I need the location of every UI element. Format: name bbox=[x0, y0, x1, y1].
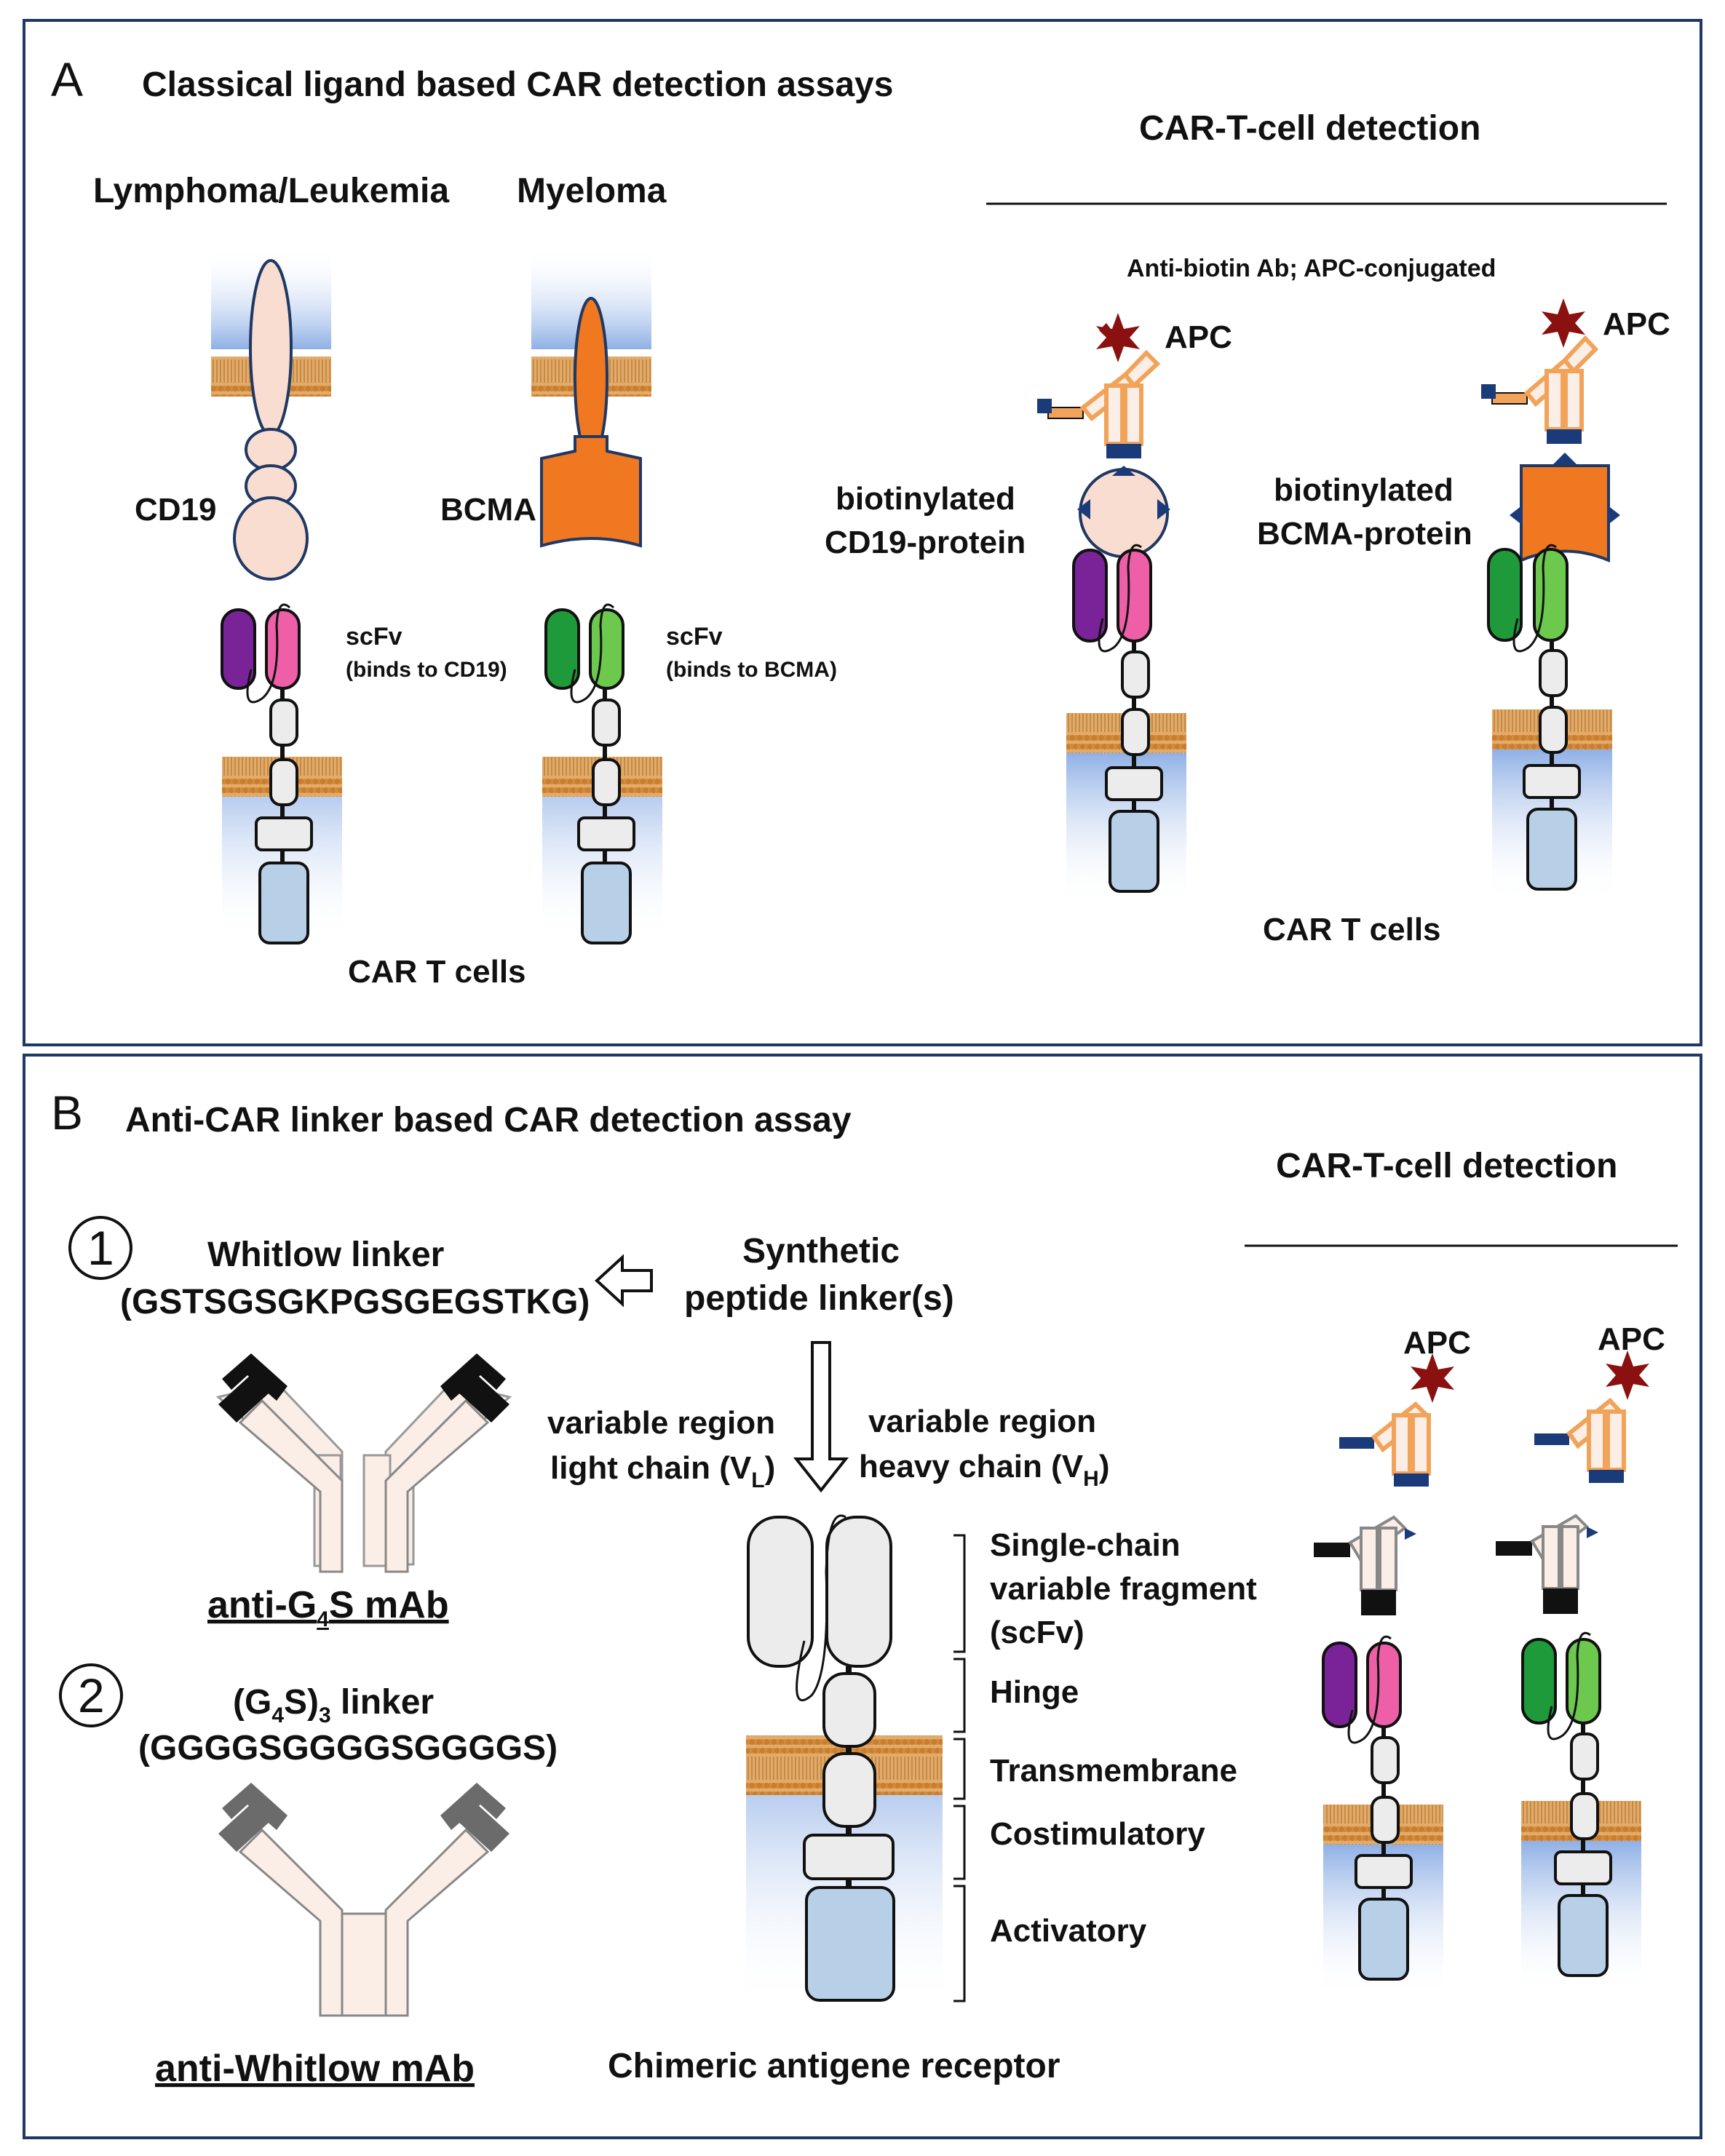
bcma-label: BCMA bbox=[440, 492, 536, 528]
svg-text:anti-G4S mAb: anti-G4S mAb bbox=[207, 1584, 449, 1631]
g4s-sequence: (GGGGSGGGGSGGGGS) bbox=[138, 1729, 558, 1767]
car-t-cells-label: CAR T cells bbox=[348, 954, 526, 990]
circle-2-marker bbox=[59, 1663, 123, 1727]
circle-2-number: 2 bbox=[78, 1668, 105, 1722]
car-bcma-construct bbox=[542, 603, 662, 944]
biotinylated-bcma-label-line1: biotinylated bbox=[1274, 472, 1454, 508]
myeloma-label: Myeloma bbox=[517, 172, 667, 210]
panel-a-letter: A bbox=[51, 52, 83, 106]
domain-brackets bbox=[953, 1534, 966, 2002]
scfv-domain-label-line2: variable fragment bbox=[990, 1571, 1257, 1607]
panel-b-detection-title: CAR-T-cell detection bbox=[1276, 1147, 1617, 1185]
left-hollow-arrow bbox=[595, 1254, 653, 1308]
scfv-bcma-note: (binds to BCMA) bbox=[666, 658, 837, 682]
whitlow-sequence: (GSTSGSGKPGSGEGSTKG) bbox=[120, 1283, 590, 1321]
scfv-cd19-label: scFv bbox=[346, 623, 402, 651]
anti-g4s-mab-label: anti-G4S mAb bbox=[207, 1584, 449, 1631]
apc-label-a2: APC bbox=[1603, 306, 1670, 342]
biotinylated-cd19-label-line2: CD19-protein bbox=[825, 525, 1026, 560]
cd19-label: CD19 bbox=[135, 492, 217, 528]
biotinylated-bcma-label-line2: BCMA-protein bbox=[1257, 516, 1472, 552]
circle-1-number: 1 bbox=[87, 1221, 114, 1275]
anti-g4s-mab-icon bbox=[215, 1353, 512, 1573]
cd19-antigen bbox=[233, 259, 309, 581]
apc-label-b2: APC bbox=[1598, 1321, 1665, 1357]
detection-anti-g4s-construct bbox=[1314, 1353, 1454, 1997]
down-hollow-arrow bbox=[793, 1341, 849, 1493]
activatory-label: Activatory bbox=[990, 1913, 1147, 1949]
vl-label-line1: variable region bbox=[547, 1405, 775, 1441]
anti-biotin-label: Anti-biotin Ab; APC-conjugated bbox=[1127, 255, 1496, 282]
panel-b-title: Anti-CAR linker based CAR detection assa… bbox=[125, 1101, 852, 1139]
apc-label-a1: APC bbox=[1165, 319, 1232, 355]
scfv-cd19-note: (binds to CD19) bbox=[346, 658, 507, 682]
panel-a-frame bbox=[23, 19, 1702, 1046]
transmembrane-label: Transmembrane bbox=[990, 1753, 1237, 1789]
peptide-linker-label: peptide linker(s) bbox=[684, 1279, 954, 1318]
car-structure-diagram bbox=[746, 1514, 943, 2008]
detection-cd19-construct bbox=[1037, 313, 1186, 906]
detection-bcma-construct bbox=[1481, 298, 1620, 902]
panel-b-letter: B bbox=[51, 1086, 83, 1139]
circle-1-marker bbox=[68, 1216, 132, 1280]
svg-text:light chain (VL): light chain (VL) bbox=[550, 1450, 775, 1492]
synthetic-label: Synthetic bbox=[742, 1232, 900, 1270]
scfv-bcma-label: scFv bbox=[666, 623, 723, 651]
svg-text:(G4S)3 linker: (G4S)3 linker bbox=[233, 1683, 434, 1727]
anti-whitlow-mab-label: anti-Whitlow mAb bbox=[155, 2048, 475, 2090]
g4s3-linker-label: (G4S)3 linker bbox=[233, 1683, 434, 1727]
scfv-domain-label-line1: Single-chain bbox=[990, 1527, 1181, 1563]
car-cd19-construct bbox=[221, 603, 342, 944]
vh-label-line2: heavy chain (VH) bbox=[859, 1449, 1109, 1491]
hinge-label: Hinge bbox=[990, 1674, 1079, 1710]
bcma-antigen bbox=[540, 297, 642, 548]
car-t-cells-right-label: CAR T cells bbox=[1263, 912, 1441, 947]
panel-a-title: Classical ligand based CAR detection ass… bbox=[142, 65, 893, 104]
scfv-domain-label-line3: (scFv) bbox=[990, 1615, 1084, 1650]
anti-whitlow-mab-icon bbox=[218, 1783, 509, 2017]
car-label: Chimeric antigene receptor bbox=[608, 2047, 1060, 2085]
whitlow-linker-label: Whitlow linker bbox=[207, 1236, 444, 1274]
apc-label-b1: APC bbox=[1403, 1325, 1471, 1361]
panel-a-detection-title: CAR-T-cell detection bbox=[1139, 109, 1480, 148]
detection-anti-whitlow-construct bbox=[1496, 1351, 1649, 1994]
svg-text:heavy chain (VH): heavy chain (VH) bbox=[859, 1449, 1109, 1491]
panel-b-frame bbox=[23, 1054, 1702, 2139]
biotinylated-cd19-label-line1: biotinylated bbox=[836, 481, 1015, 517]
costimulatory-label: Costimulatory bbox=[990, 1816, 1205, 1852]
lymphoma-leukemia-label: Lymphoma/Leukemia bbox=[93, 172, 449, 210]
vh-label-line1: variable region bbox=[868, 1404, 1096, 1439]
vl-label-line2: light chain (VL) bbox=[550, 1450, 775, 1492]
